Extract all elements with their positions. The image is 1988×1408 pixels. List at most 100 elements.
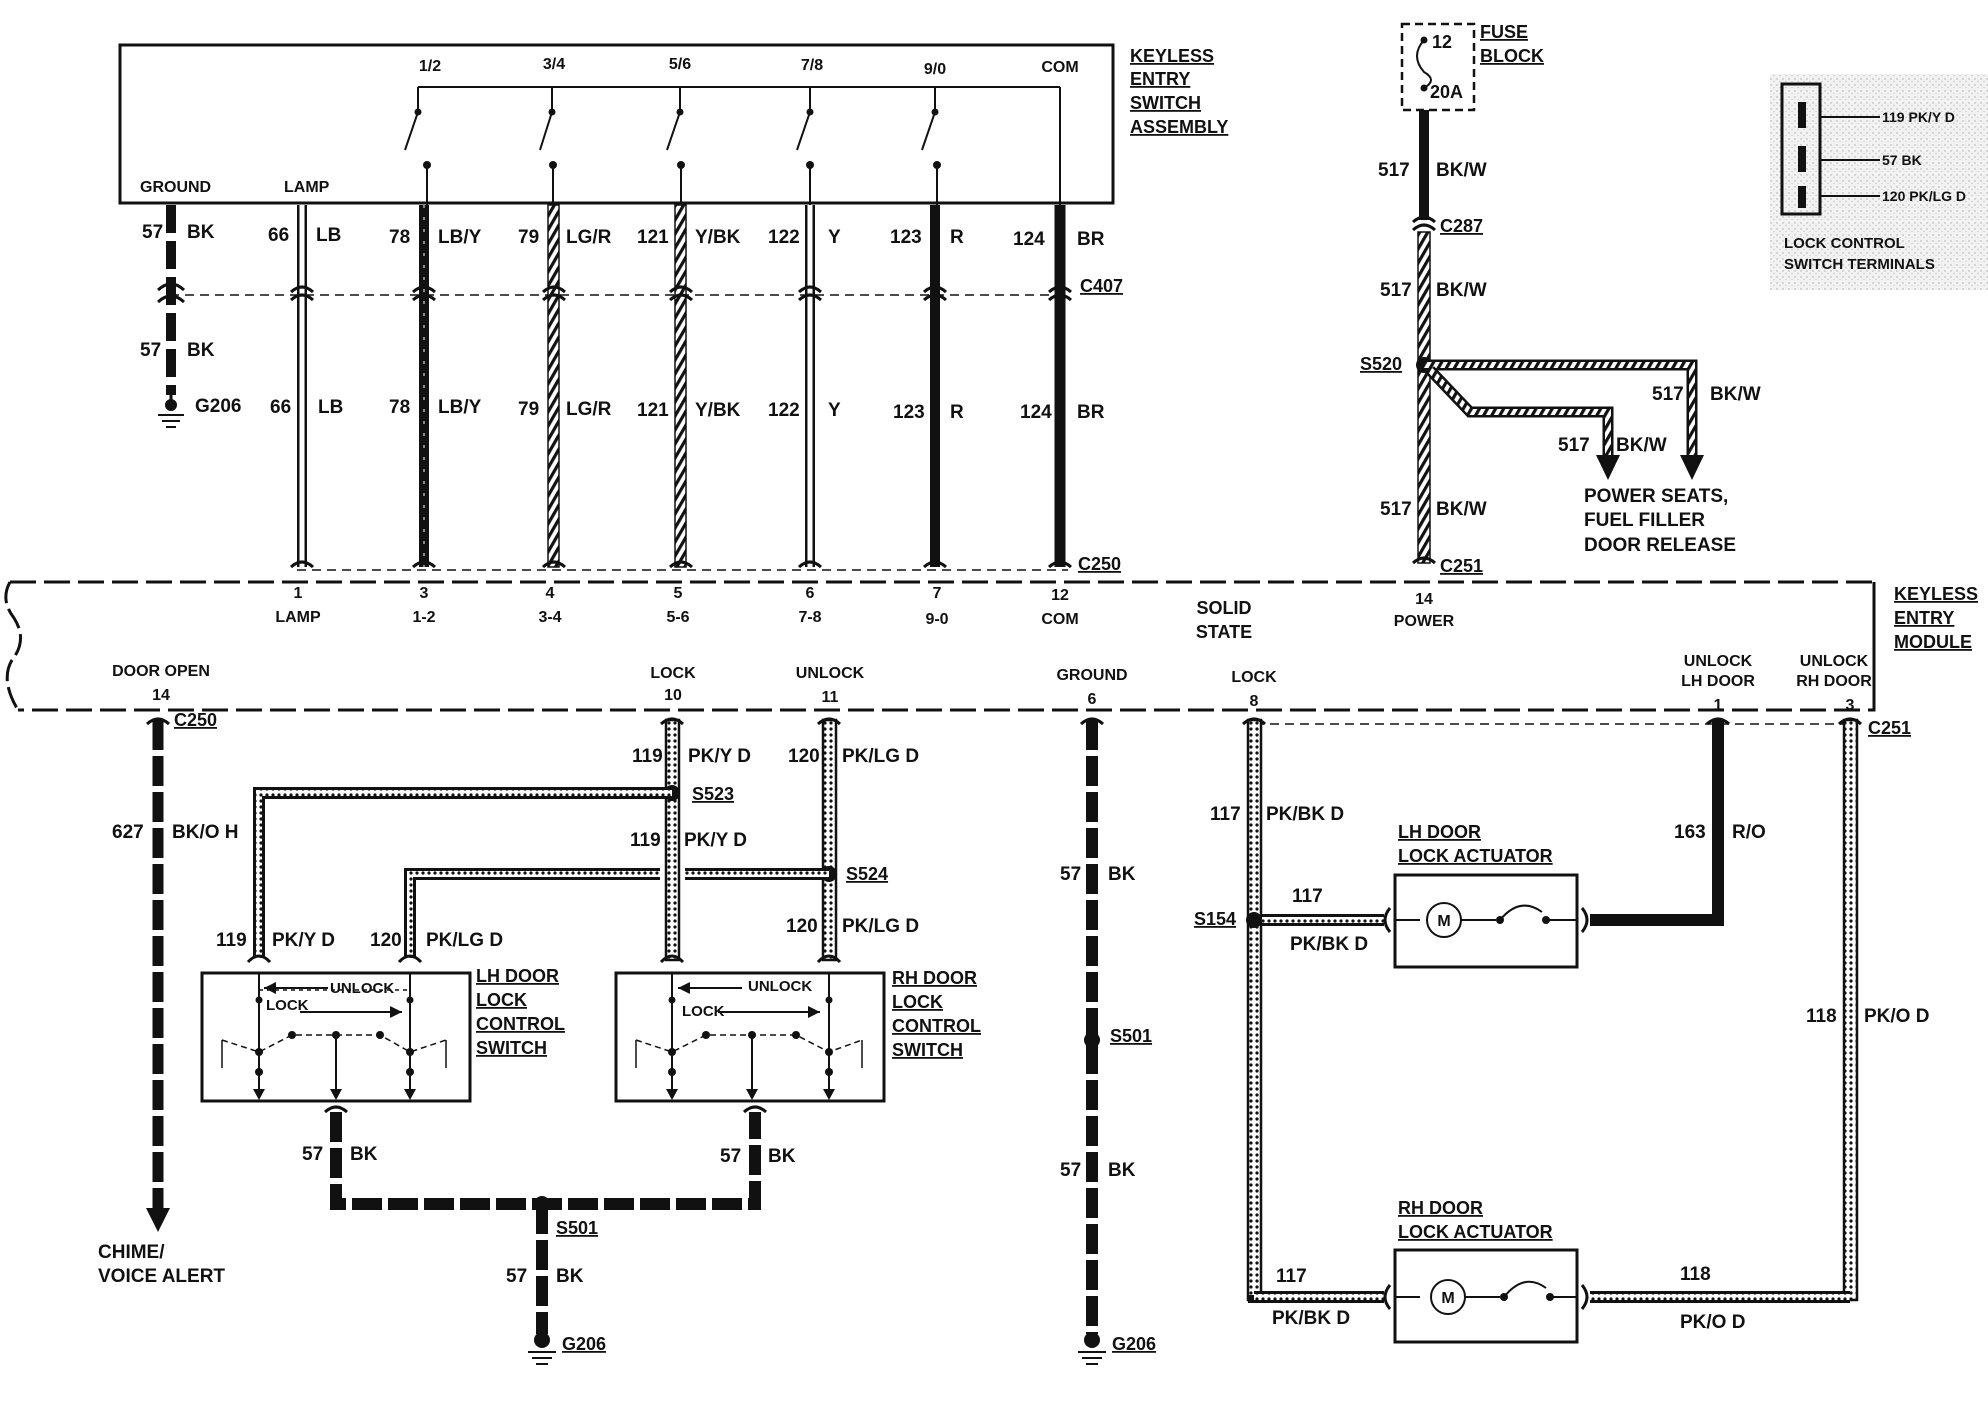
pin-name: GROUND [1056, 667, 1127, 684]
wire-color: BK [556, 1266, 584, 1287]
wire-num: 57 [1060, 864, 1081, 885]
fuse-number: 12 [1432, 32, 1452, 52]
rh-door-lock-control-switch: UNLOCK LOCK RH DOOR LOCK CONTROL SWITCH [614, 968, 981, 1103]
wire-color: R [950, 402, 964, 423]
pin-name: RH DOOR [1796, 673, 1872, 690]
wire-color: Y/BK [695, 227, 741, 248]
switch-unlock-label: UNLOCK [330, 980, 394, 997]
pin-name: LAMP [275, 609, 321, 626]
wire-num: 66 [270, 397, 291, 418]
wire-num: 120 [786, 916, 818, 937]
wire-color: PK/Y D [272, 930, 335, 951]
button-label: COM [1041, 59, 1078, 76]
lamp-label: LAMP [284, 179, 330, 196]
power-destination: DOOR RELEASE [1584, 535, 1736, 556]
pin-number: 4 [546, 585, 555, 602]
lh-switch-title: LH DOOR [476, 966, 559, 986]
connector-c250-bottom: C250 [174, 710, 217, 730]
wire-color: Y [828, 227, 841, 248]
lh-switch-title: CONTROL [476, 1014, 565, 1034]
pin-name: UNLOCK [796, 665, 865, 682]
switch-unlock-label: UNLOCK [748, 978, 812, 995]
wire-color: Y [828, 400, 841, 421]
switch-assembly-title: KEYLESS [1130, 46, 1214, 66]
arrow-down [1596, 455, 1620, 480]
wire-num: 78 [389, 397, 410, 418]
switch-assembly-title: ENTRY [1130, 69, 1190, 89]
wire-num: 123 [890, 227, 922, 248]
pin-name: UNLOCK [1684, 653, 1753, 670]
ground-label-g206: G206 [195, 396, 241, 417]
pin-name: 1-2 [412, 609, 435, 626]
rh-actuator-title: RH DOOR [1398, 1198, 1483, 1218]
wire-color: PK/Y D [688, 746, 751, 767]
arrow-down [1680, 455, 1704, 480]
wire-num: 123 [893, 402, 925, 423]
fuse-block-label: FUSE [1480, 22, 1528, 42]
connector-c251-top: C251 [1440, 556, 1483, 576]
wire-num: 124 [1013, 229, 1045, 250]
wire-num: 79 [518, 399, 539, 420]
module-title: KEYLESS [1894, 584, 1978, 604]
wire-num: 121 [637, 227, 669, 248]
wire-color: LB/Y [438, 397, 482, 418]
inset-pin: 119 PK/Y D [1882, 109, 1955, 125]
wire-num: 119 [632, 746, 663, 767]
splice-s501-center: S501 [1110, 1026, 1152, 1046]
wire-num: 517 [1378, 160, 1410, 181]
wire-num: 57 [140, 340, 161, 361]
inset-pin: 120 PK/LG D [1882, 188, 1966, 204]
rh-switch-title: CONTROL [892, 1016, 981, 1036]
switch-contacts [404, 87, 1061, 205]
keyless-entry-switch-assembly: 1/2 3/4 5/6 7/8 9/0 COM GROUND LAMP KEYL… [118, 43, 1228, 205]
power-destination: POWER SEATS, [1584, 486, 1728, 507]
wire-color: PK/LG D [842, 916, 919, 937]
keyless-entry-module: KEYLESS ENTRY MODULE SOLID STATE 1 LAMP … [4, 580, 1978, 714]
pin-name: DOOR OPEN [112, 663, 210, 680]
wire-color: BK [187, 340, 215, 361]
wire-num: 66 [268, 225, 289, 246]
module-title: MODULE [1894, 632, 1972, 652]
wire-num: 78 [389, 227, 410, 248]
splice-s524: S524 [846, 864, 888, 884]
wire-color: BK/W [1436, 280, 1487, 301]
fuse-block-label: BLOCK [1480, 46, 1544, 66]
wire-num: 57 [506, 1266, 527, 1287]
wire-color: LG/R [566, 227, 612, 248]
button-label: 5/6 [669, 56, 691, 73]
chime-label: VOICE ALERT [98, 1266, 225, 1287]
pin-number: 7 [933, 585, 942, 602]
pin-number: 10 [664, 687, 682, 704]
wire-num: 57 [302, 1144, 323, 1165]
pin-number: 3 [420, 585, 429, 602]
wire-num: 627 [112, 822, 144, 843]
connector-c407: C407 [1080, 276, 1123, 296]
wire-color: PK/LG D [426, 930, 503, 951]
arrow-down [146, 1208, 170, 1232]
wire-num: 119 [216, 930, 247, 951]
ground-label-g206: G206 [562, 1334, 606, 1354]
module-center-label: SOLID [1196, 598, 1251, 618]
button-label: 3/4 [543, 56, 565, 73]
pin-name: LOCK [1231, 669, 1277, 686]
wire-num: 57 [1060, 1160, 1081, 1181]
pin-name: 3-4 [538, 609, 561, 626]
wire-num: 117 [1210, 804, 1241, 825]
ground-symbol-g206-left [528, 1332, 556, 1365]
module-center-label: STATE [1196, 622, 1252, 642]
upper-wire-harness: 57 BK 66 LB 78 LB/Y 79 LG/R 121 Y/BK 122… [140, 204, 1123, 574]
wire-num: 120 [370, 930, 402, 951]
splice-s520: S520 [1360, 354, 1402, 374]
wire-color: PK/BK D [1272, 1308, 1350, 1329]
wire-num: 119 [630, 830, 661, 851]
wire-num: 57 [720, 1146, 741, 1167]
pin-number: 1 [1714, 697, 1723, 714]
pin-number: 14 [1415, 591, 1433, 608]
button-label: 7/8 [801, 57, 823, 74]
inset-pin: 57 BK [1882, 152, 1922, 168]
switch-assembly-title: ASSEMBLY [1130, 117, 1228, 137]
wire-color: LB [318, 397, 343, 418]
wire-color: PK/LG D [842, 746, 919, 767]
splice-s154: S154 [1194, 909, 1236, 929]
wire-color: LB [316, 225, 341, 246]
